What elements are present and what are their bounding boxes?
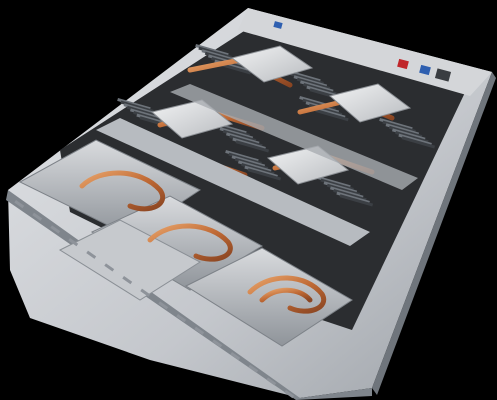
bezel-vent-slot (194, 326, 205, 335)
heatpipe-loop (259, 287, 313, 303)
bezel-vent-slot (176, 313, 187, 323)
dimm-module (339, 194, 374, 207)
rear-connector-blue-2 (273, 21, 283, 29)
bay-cage-empty (58, 219, 201, 301)
dimm-banks (117, 43, 436, 207)
bezel-vent-slot (284, 390, 295, 399)
bezel-vent-slot (248, 364, 259, 373)
bezel-vent-slot (68, 238, 79, 247)
bezel-vent-slot (32, 212, 43, 221)
dimm-module (315, 108, 349, 122)
heatpipe-loop (147, 223, 233, 262)
dimm-module (235, 140, 270, 153)
chassis-right-edge (372, 72, 496, 395)
cpu-heatsink (328, 83, 412, 123)
dimm-module (401, 136, 436, 149)
bezel-vent-slot (266, 377, 277, 386)
bezel-vent-slot (50, 225, 61, 234)
dimm-module (247, 168, 282, 181)
bezel-vent-slot (14, 200, 25, 209)
bezel-vent-slot (158, 301, 169, 310)
rear-connector-blue (419, 64, 431, 76)
bezel-vent-slot (140, 288, 151, 297)
bezel-vent-slot (230, 351, 241, 361)
rear-connector-red (397, 58, 409, 70)
bezel-vent-slot (104, 263, 115, 272)
rear-connector-dark (434, 68, 452, 82)
heatpipe-loop (247, 275, 327, 314)
heatpipe-loop (79, 170, 165, 212)
chassis-crossbar-2 (170, 84, 418, 190)
bezel-vent-slot (122, 275, 133, 285)
cpu-heatsink (230, 45, 314, 83)
bezel-vent-slot (212, 339, 223, 348)
bezel-vent-slot (86, 250, 97, 259)
chassis-crossbar (96, 118, 370, 246)
heatpipe-loops (79, 170, 327, 314)
front-bezel-slots (14, 200, 295, 399)
